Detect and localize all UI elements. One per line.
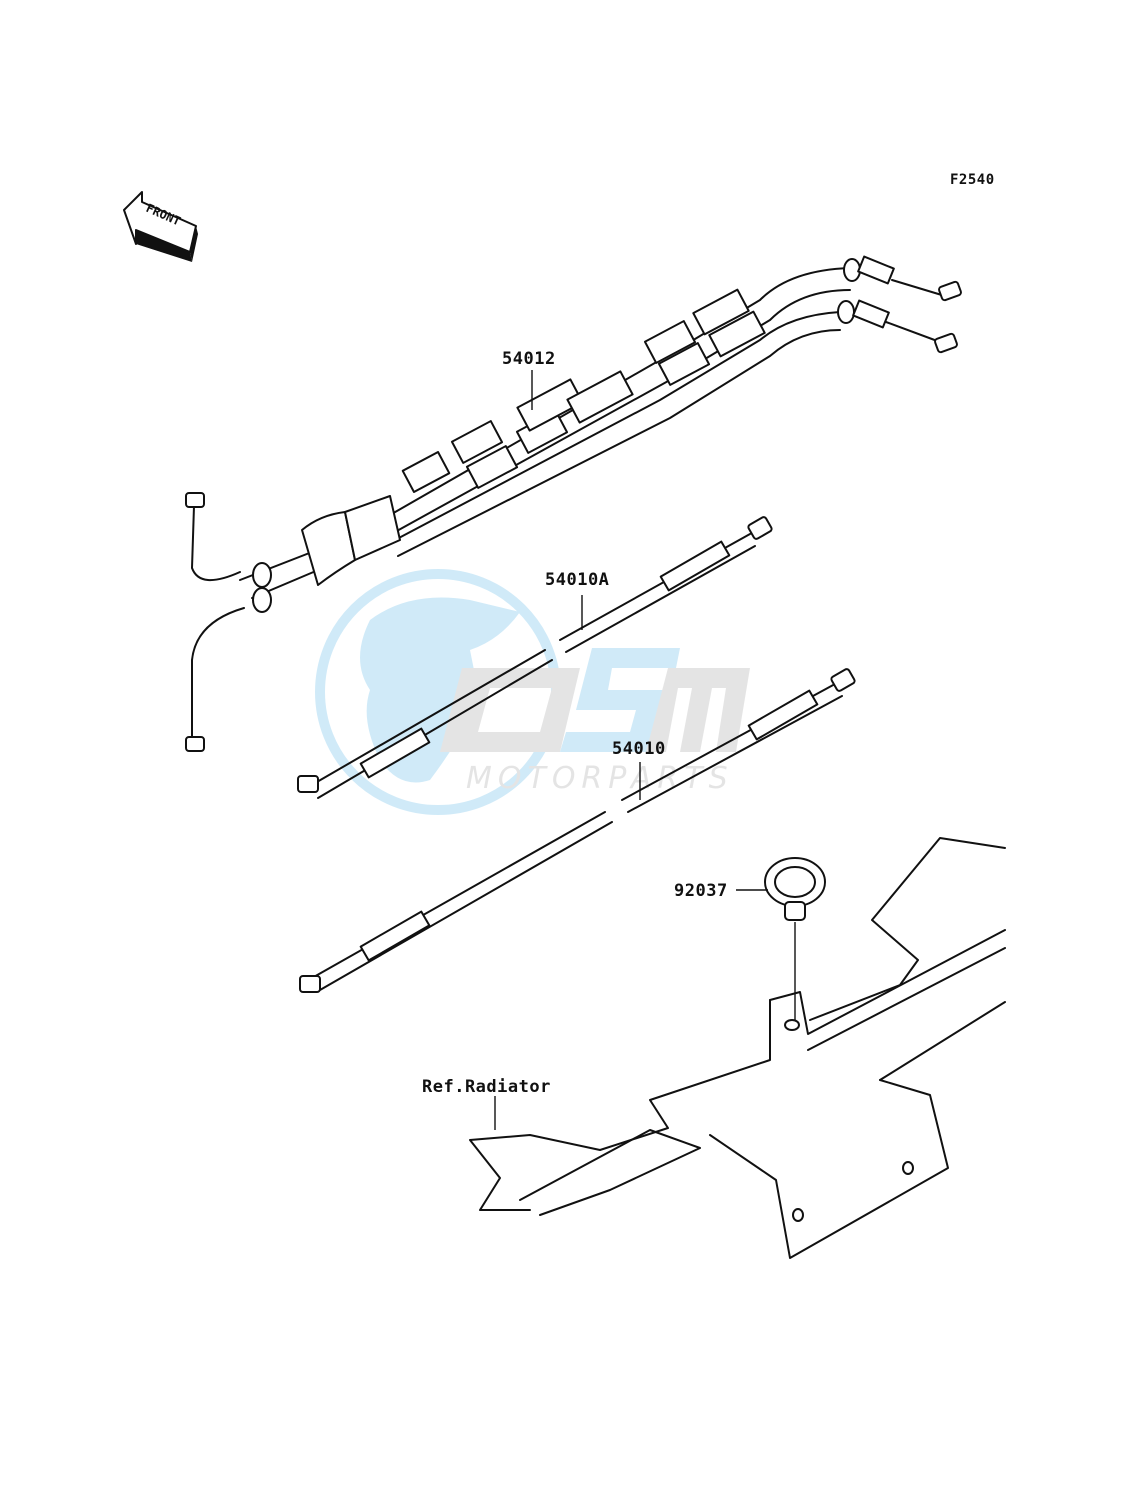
watermark: MOTORPARTS [315,569,750,815]
callout-54012: 54012 [502,349,556,369]
cable-54010 [299,668,856,993]
callout-92037: 92037 [674,881,728,901]
clamp-92037 [764,857,826,921]
callout-ref-radiator: Ref.Radiator [422,1077,551,1097]
radiator-reference [469,837,1006,1259]
throttle-cable-assembly [185,255,962,752]
watermark-letter-s [560,648,680,752]
callout-54010a: 54010A [545,570,609,590]
callout-54010: 54010 [612,739,666,759]
watermark-globe [315,569,561,815]
watermark-letter-m [646,668,750,752]
figure-code: F2540 [950,172,995,188]
watermark-tagline: MOTORPARTS [466,761,734,796]
watermark-continents [360,597,520,783]
cable-54010a [297,516,773,799]
front-arrow-icon: FRONT [123,191,198,262]
watermark-letter-o [440,668,580,752]
